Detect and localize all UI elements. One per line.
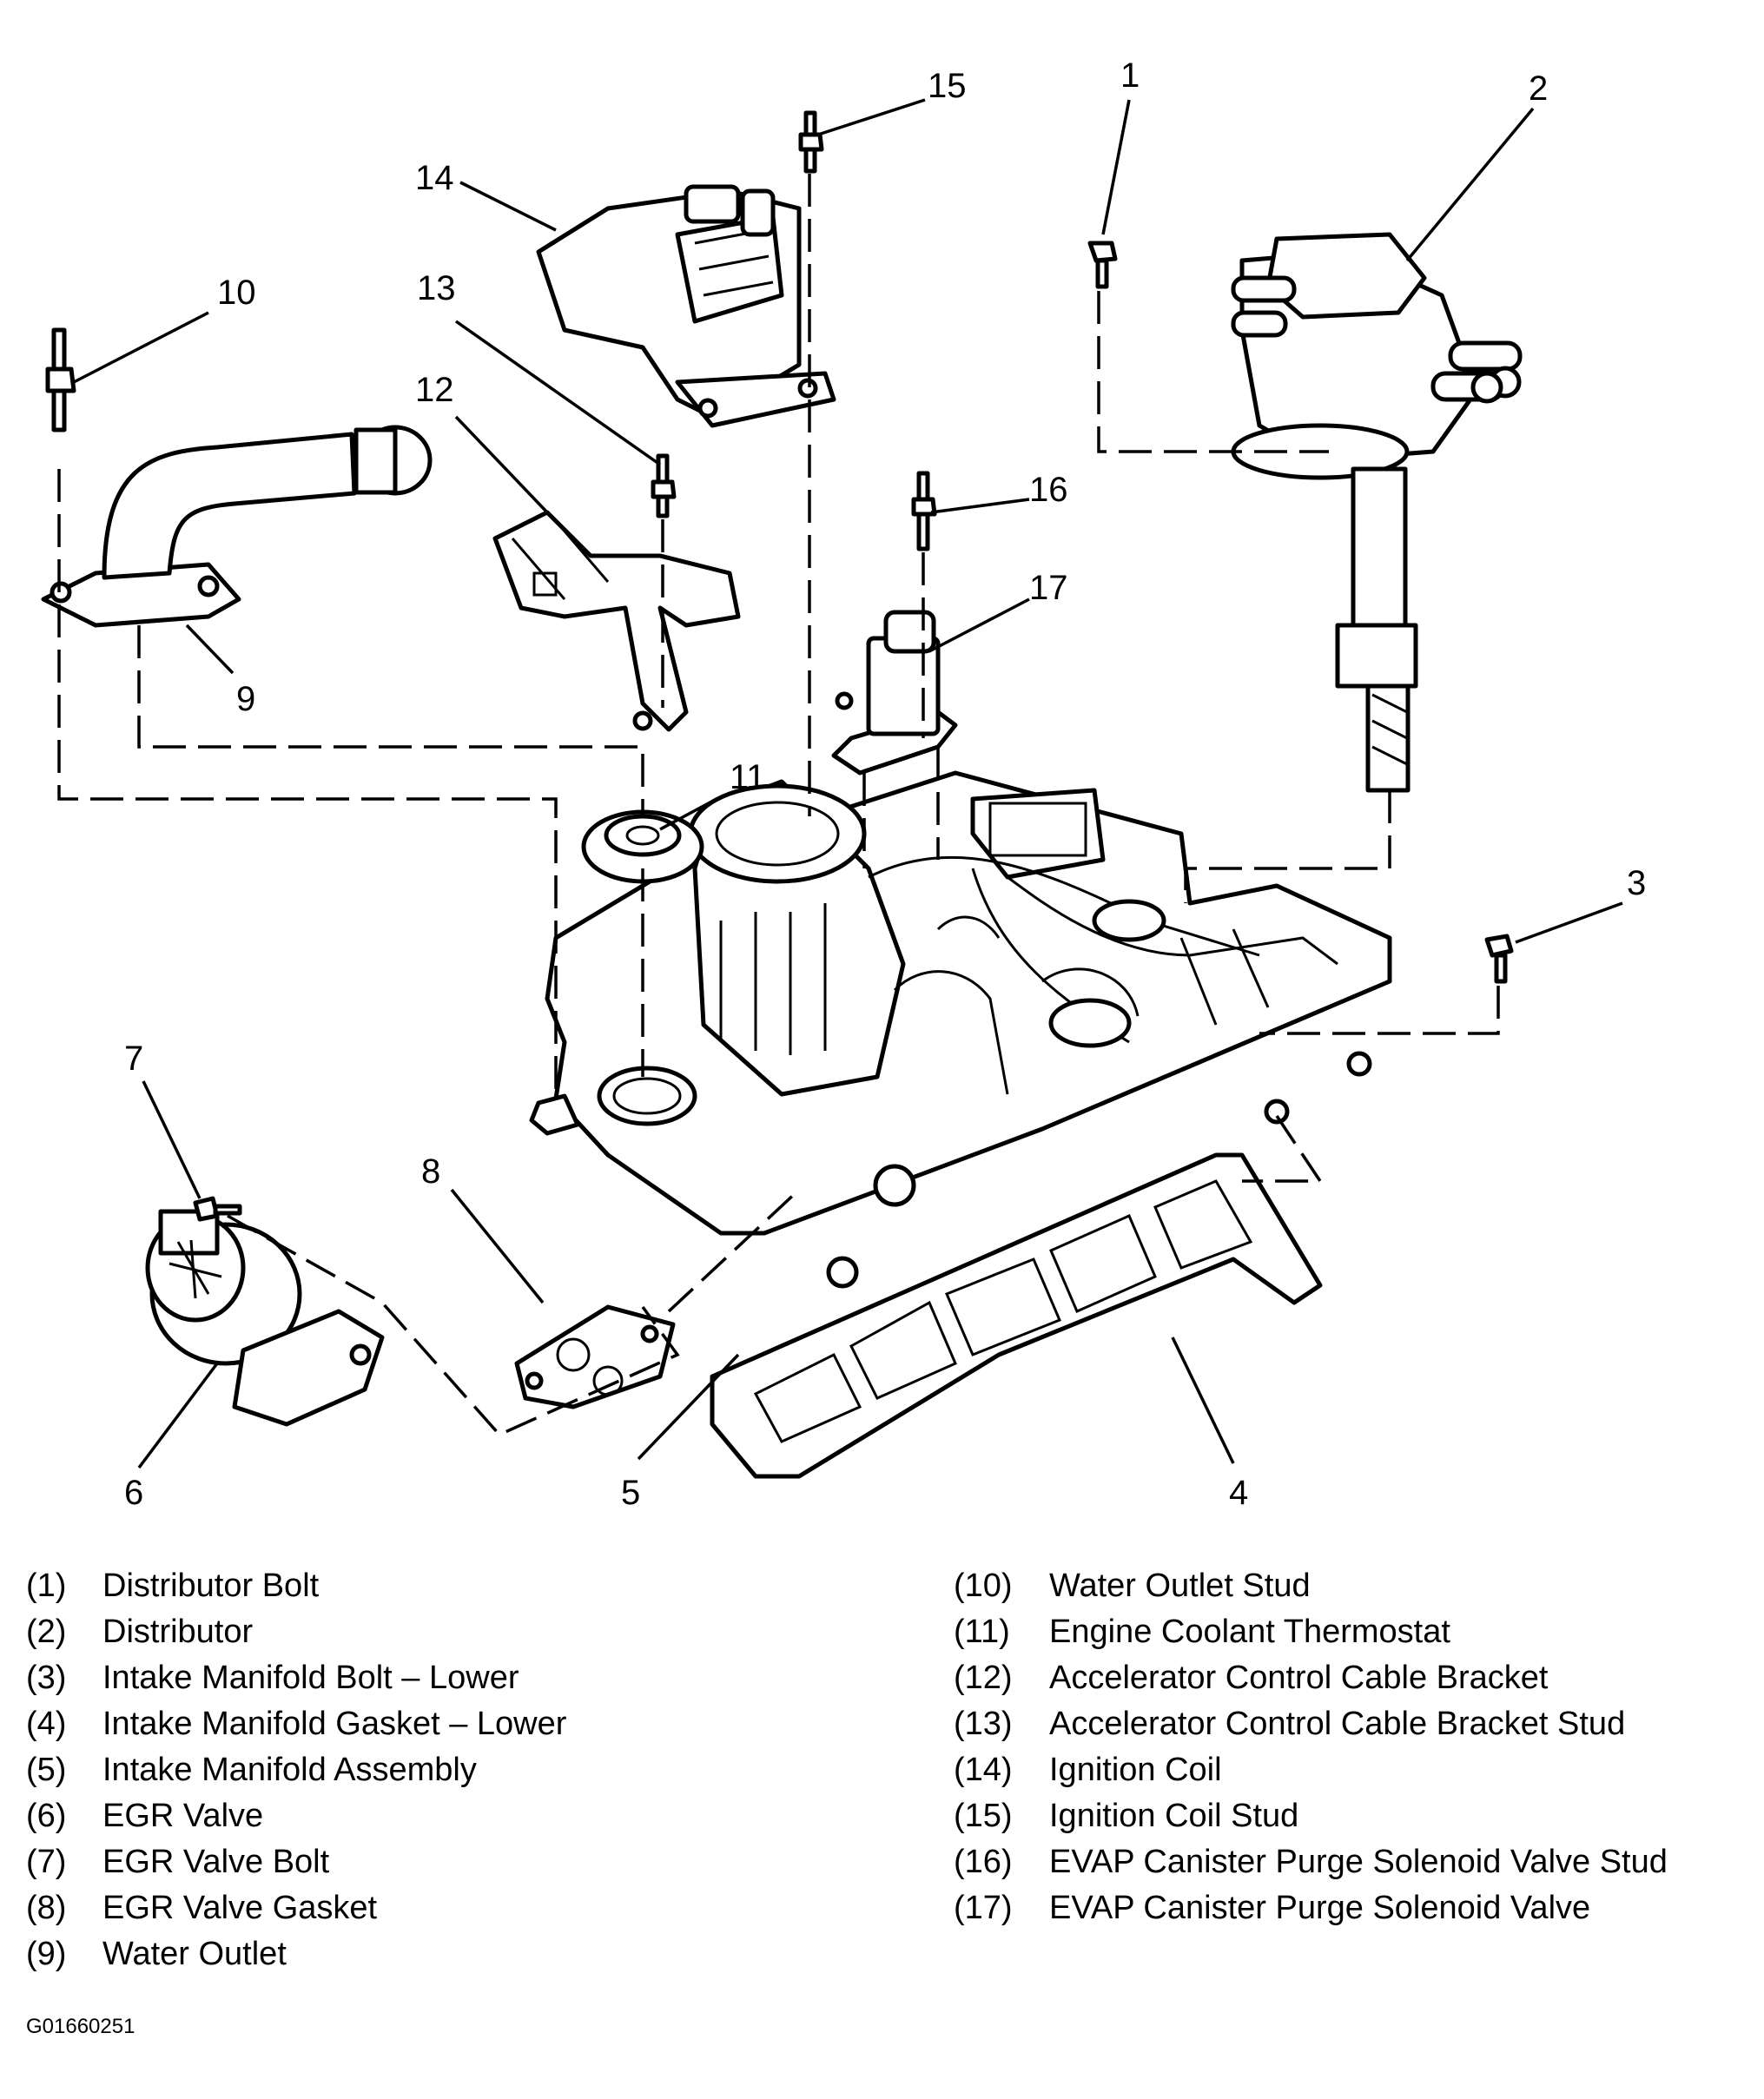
legend-label: Accelerator Control Cable Bracket (1049, 1660, 1549, 1696)
legend-item: (13) Accelerator Control Cable Bracket St… (954, 1701, 1668, 1747)
legend-number: (1) (26, 1568, 67, 1604)
legend-number: (15) (954, 1798, 1013, 1834)
legend-label: Intake Manifold Bolt – Lower (102, 1660, 519, 1696)
distributor (1231, 232, 1523, 793)
callout-17: 17 (1029, 569, 1068, 607)
alignment-lines (57, 174, 1500, 1437)
callout-9: 9 (236, 680, 255, 718)
legend-number: (12) (954, 1660, 1013, 1696)
intake-manifold-gasket-lower (710, 1152, 1323, 1479)
legend-label: Intake Manifold Assembly (102, 1752, 477, 1788)
callout-11: 11 (730, 758, 766, 796)
callout-13: 13 (417, 269, 456, 307)
legend-number: (9) (26, 1936, 67, 1972)
legend-item: (4) Intake Manifold Gasket – Lower (26, 1701, 566, 1747)
legend-item: (8) EGR Valve Gasket (26, 1885, 566, 1931)
egr-valve-bolt (193, 1196, 242, 1222)
legend-number: (2) (26, 1614, 67, 1650)
legend-label: Distributor Bolt (102, 1568, 320, 1604)
legend-item: (12) Accelerator Control Cable Bracket (954, 1655, 1668, 1701)
water-outlet (41, 425, 433, 628)
callout-16: 16 (1029, 471, 1068, 509)
egr-valve-gasket (514, 1304, 676, 1409)
legend-label: EGR Valve Bolt (102, 1844, 330, 1880)
legend-item: (11) Engine Coolant Thermostat (954, 1609, 1668, 1655)
leader-lines (73, 98, 1623, 1469)
legend-item: (17) EVAP Canister Purge Solenoid Valve (954, 1885, 1668, 1931)
legend-label: Engine Coolant Thermostat (1049, 1614, 1450, 1650)
legend-number: (4) (26, 1706, 67, 1742)
legend-right-column: (10) Water Outlet Stud (11) Engine Coolant… (954, 1563, 1668, 1931)
evap-purge-solenoid-valve-stud (911, 471, 937, 551)
egr-valve (145, 1209, 385, 1427)
accelerator-control-cable-bracket (492, 510, 741, 732)
callout-6: 6 (124, 1474, 143, 1512)
callout-2: 2 (1529, 69, 1548, 108)
legend-label: EVAP Canister Purge Solenoid Valve Stud (1049, 1844, 1668, 1880)
ignition-coil (536, 184, 836, 428)
intake-manifold-assembly (529, 770, 1392, 1289)
legend-label: Ignition Coil Stud (1049, 1798, 1299, 1834)
legend-item: (10) Water Outlet Stud (954, 1563, 1668, 1609)
callout-14: 14 (415, 159, 454, 197)
legend-item: (5) Intake Manifold Assembly (26, 1747, 566, 1793)
callout-5: 5 (621, 1474, 640, 1512)
legend-number: (14) (954, 1752, 1013, 1788)
legend-item: (6) EGR Valve (26, 1793, 566, 1839)
legend-item: (15) Ignition Coil Stud (954, 1793, 1668, 1839)
exploded-view-diagram: 1 2 3 4 5 6 7 8 9 10 11 12 13 14 15 16 1… (41, 56, 1646, 1512)
legend-item: (2) Distributor (26, 1609, 566, 1655)
legend-label: EGR Valve (102, 1798, 264, 1834)
legend-number: (7) (26, 1844, 67, 1880)
legend-label: Distributor (102, 1614, 254, 1650)
callout-12: 12 (415, 371, 454, 409)
legend-item: (9) Water Outlet (26, 1931, 566, 1977)
water-outlet-stud (45, 327, 76, 432)
legend-number: (11) (954, 1614, 1010, 1650)
intake-manifold-bolt-lower (1484, 934, 1514, 984)
legend-label: Intake Manifold Gasket – Lower (102, 1706, 567, 1742)
figure-id: G01660251 (26, 2015, 135, 2038)
callout-numbers: 1 2 3 4 5 6 7 8 9 10 11 12 13 14 15 16 1… (124, 56, 1646, 1512)
callout-4: 4 (1229, 1474, 1248, 1512)
legend-item: (14) Ignition Coil (954, 1747, 1668, 1793)
legend-number: (16) (954, 1844, 1013, 1880)
legend-left-column: (1) Distributor Bolt (2) Distributor (3) In… (26, 1563, 566, 1977)
accelerator-control-cable-bracket-stud (651, 453, 677, 518)
legend-label: Accelerator Control Cable Bracket Stud (1049, 1706, 1626, 1742)
legend-label: Water Outlet Stud (1049, 1568, 1311, 1604)
callout-1: 1 (1120, 56, 1140, 95)
legend-number: (10) (954, 1568, 1013, 1604)
callout-3: 3 (1627, 864, 1646, 902)
legend-number: (8) (26, 1890, 67, 1926)
legend-item: (1) Distributor Bolt (26, 1563, 566, 1609)
callout-8: 8 (421, 1152, 440, 1191)
callout-7: 7 (124, 1040, 143, 1078)
ignition-coil-stud (798, 110, 824, 174)
legend-label: EGR Valve Gasket (102, 1890, 378, 1926)
distributor-bolt (1087, 241, 1118, 289)
legend-item: (16) EVAP Canister Purge Solenoid Valve S… (954, 1839, 1668, 1885)
legend-label: Ignition Coil (1049, 1752, 1222, 1788)
legend-number: (3) (26, 1660, 67, 1696)
legend-item: (3) Intake Manifold Bolt – Lower (26, 1655, 566, 1701)
callout-15: 15 (928, 67, 967, 105)
legend-label: Water Outlet (102, 1936, 287, 1972)
legend-number: (13) (954, 1706, 1013, 1742)
legend-number: (5) (26, 1752, 67, 1788)
legend-label: EVAP Canister Purge Solenoid Valve (1049, 1890, 1591, 1926)
legend-number: (17) (954, 1890, 1013, 1926)
evap-purge-solenoid-valve (831, 610, 958, 776)
callout-10: 10 (217, 274, 256, 312)
legend-number: (6) (26, 1798, 67, 1834)
legend-item: (7) EGR Valve Bolt (26, 1839, 566, 1885)
